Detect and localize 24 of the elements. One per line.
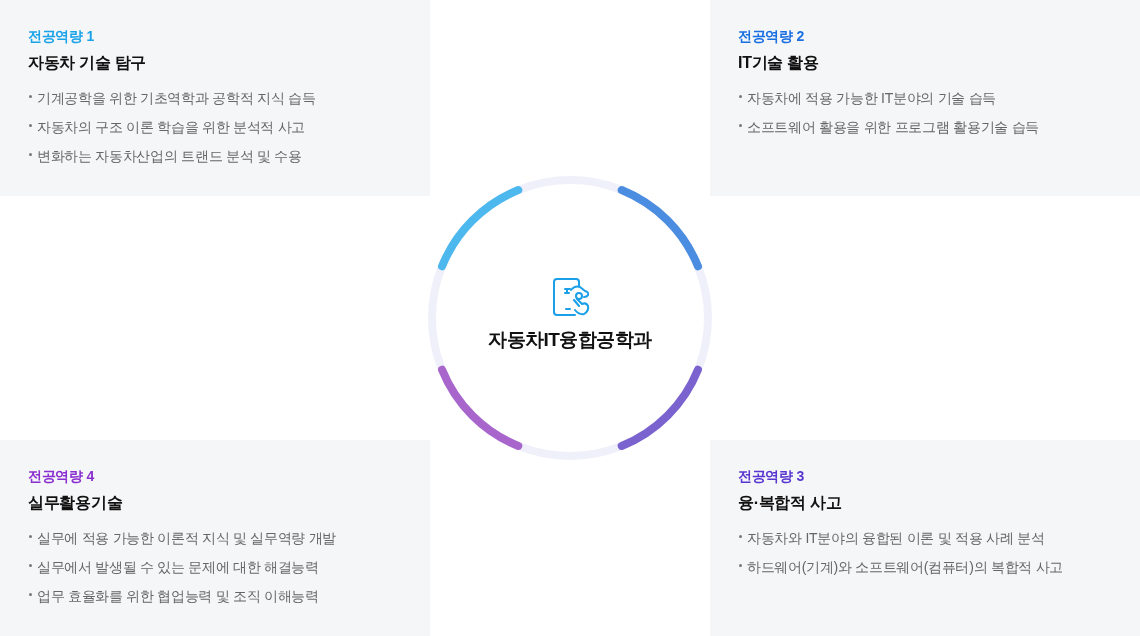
bullet-text: 변화하는 자동차산업의 트랜드 분석 및 수용 (37, 147, 302, 165)
panel (710, 0, 1140, 196)
bullet-text: 실무에서 발생될 수 있는 문제에 대한 해결능력 (37, 558, 319, 576)
center-title: 자동차IT융합공학과 (488, 328, 652, 352)
competency-label: 전공역량 3 (738, 467, 804, 485)
panel-heading: 융·복합적 사고 (738, 493, 842, 513)
bullet-text: 실무에 적용 가능한 이론적 지식 및 실무역량 개발 (37, 529, 337, 547)
panel-heading: 실무활용기술 (28, 493, 123, 513)
panel (710, 440, 1140, 636)
bullet-text: 자동차의 구조 이론 학습을 위한 분석적 사고 (37, 118, 306, 136)
bullet-text: 소프트웨어 활용을 위한 프로그램 활용기술 습득 (747, 118, 1039, 136)
bullet-text: 자동차와 IT분야의 융합된 이론 및 적용 사례 분석 (747, 529, 1045, 547)
competency-label: 전공역량 2 (738, 27, 804, 45)
competency-label: 전공역량 1 (28, 27, 94, 45)
competency-label: 전공역량 4 (28, 467, 94, 485)
bullet-text: 기계공학을 위한 기초역학과 공학적 지식 습득 (37, 89, 316, 107)
panel-heading: 자동차 기술 탐구 (28, 53, 147, 73)
panel-heading: IT기술 활용 (738, 53, 819, 73)
panel (0, 0, 430, 196)
bullet-text: 업무 효율화를 위한 협업능력 및 조직 이해능력 (37, 587, 319, 605)
bullet-text: 자동차에 적용 가능한 IT분야의 기술 습득 (747, 89, 996, 107)
bullet-text: 하드웨어(기계)와 소프트웨어(컴퓨터)의 복합적 사고 (747, 558, 1063, 576)
panel (0, 440, 430, 636)
circle-node (428, 176, 712, 460)
